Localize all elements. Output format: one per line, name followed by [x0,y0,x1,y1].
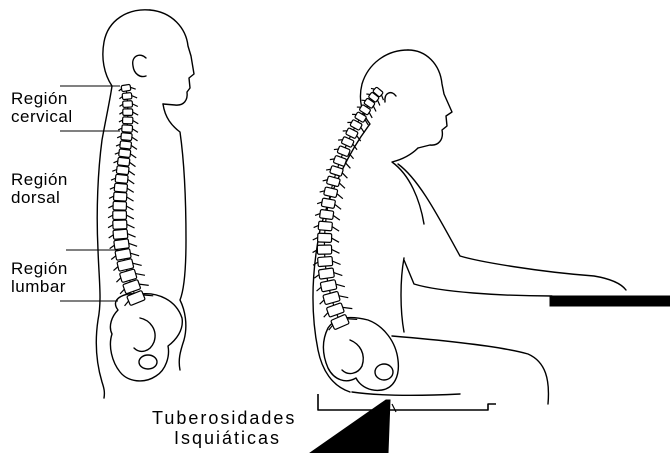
seated-thigh-bottom [352,392,460,395]
seated-vertebra [312,256,340,267]
standing-vertebra [118,124,138,132]
label-region-lumbar-line1: Región [11,260,68,277]
label-region-dorsal-line2: dorsal [11,189,68,206]
seated-vertebrae [312,85,387,332]
seated-spine [312,85,387,332]
standing-vertebrae [108,84,154,308]
seated-ear [385,93,396,102]
standing-spine [108,84,154,308]
standing-vertebra [109,238,137,251]
standing-vertebra [108,229,136,240]
standing-vertebra [117,132,138,141]
standing-pelvis [110,294,182,381]
standing-vertebra [112,165,136,175]
label-region-lumbar-line2: lumbar [11,278,68,295]
standing-vertebra [116,140,138,149]
seated-vertebra [313,233,340,243]
standing-pelvis-inner [134,318,155,351]
seat-bracket [318,394,496,410]
seated-torso-front [401,258,404,332]
label-region-cervical: Región cervical [11,90,73,125]
standing-ear [133,55,146,76]
seated-face-outline [408,50,452,148]
label-tuberosidades-line1: Tuberosidades [152,409,296,427]
desk-surface [550,296,670,306]
seated-arm-top [398,164,626,290]
desk [550,296,670,306]
label-tuberosidades-line2: Isquiáticas [174,429,296,447]
standing-vertebra [108,220,135,230]
standing-vertebra [111,174,135,184]
label-region-dorsal-line1: Región [11,171,68,188]
standing-vertebra [108,201,133,210]
standing-hip-socket [139,355,157,369]
standing-vertebra [119,92,137,100]
seated-vertebra [319,186,344,199]
standing-vertebra [109,192,134,202]
standing-vertebra [115,148,137,158]
standing-vertebra [119,117,139,124]
seated-figure [313,50,626,404]
standing-vertebra [110,183,135,193]
seated-vertebra [315,209,341,221]
standing-front-outline [163,104,186,370]
standing-vertebra [118,84,136,93]
seated-vertebra [313,221,339,232]
standing-figure [96,10,194,398]
standing-vertebra [119,109,138,116]
seated-back-outline [313,50,408,392]
pointer-wedge [310,400,390,453]
seated-thigh-top [392,336,548,404]
seated-vertebra [317,197,343,210]
label-region-lumbar: Región lumbar [11,260,68,295]
seated-vertebra [315,278,345,293]
seated-arm-bottom [404,260,624,300]
standing-face-outline [150,10,194,105]
standing-vertebra [113,157,136,167]
standing-vertebra [119,100,138,107]
label-region-dorsal: Región dorsal [11,171,68,206]
label-region-cervical-line2: cervical [11,108,73,125]
standing-vertebra [108,211,134,220]
label-region-cervical-line1: Región [11,90,73,107]
seated-hip-socket [375,364,393,380]
standing-vertebra [110,247,139,261]
seated-vertebra [313,267,342,280]
ischial-pointer [310,400,396,453]
seat [318,394,496,410]
label-tuberosidades-isquiaticas: Tuberosidades Isquiáticas [152,409,296,447]
seated-pelvis-inner [342,340,363,373]
